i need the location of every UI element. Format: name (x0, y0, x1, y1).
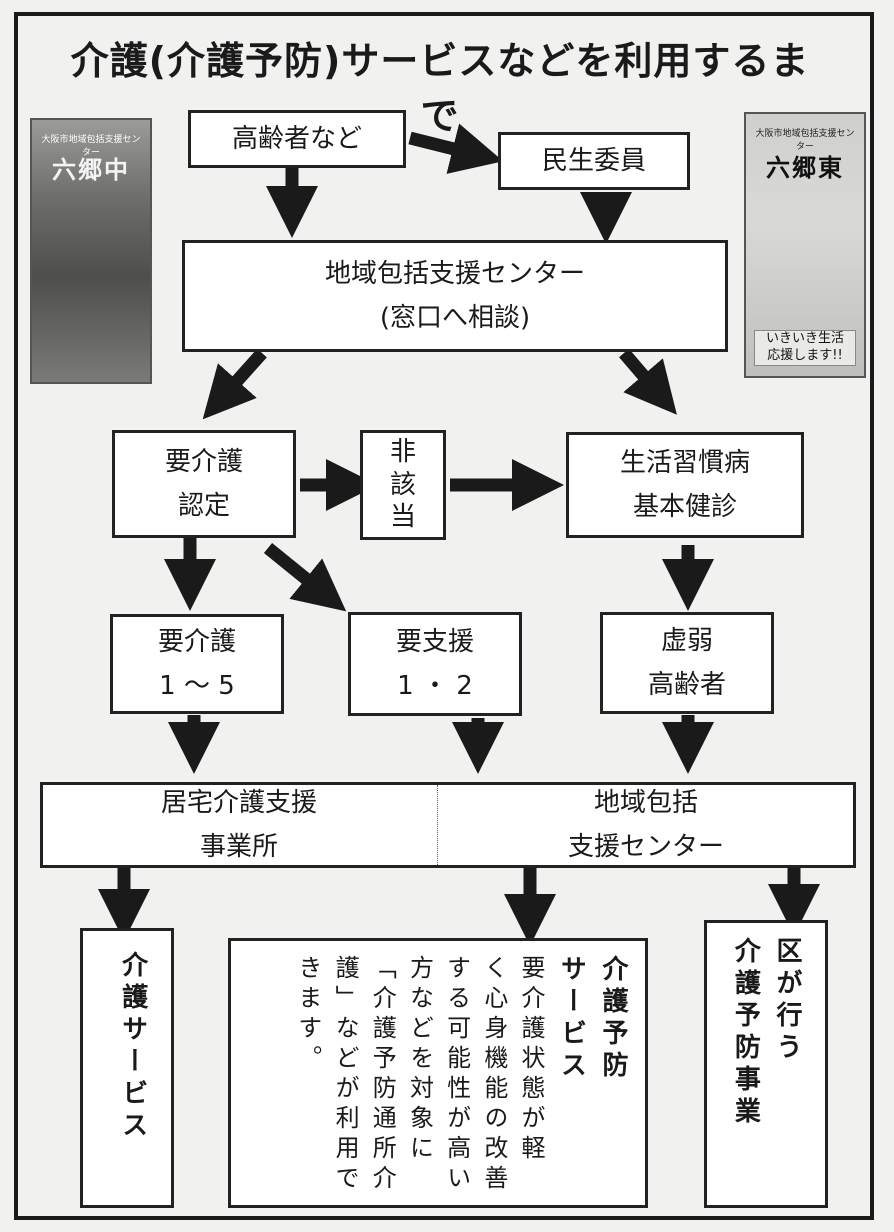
preventive-body-line3: する可能性が高い (442, 955, 471, 1195)
output-ward-prevention-label: 区が行う 介護予防事業 (724, 937, 807, 1197)
preventive-body-line6: 護」などが利用で (331, 955, 360, 1195)
node-regional-center-line2: 支援センター (567, 832, 724, 862)
node-home-care-office: 居宅介護支援 事業所 (43, 785, 435, 865)
node-health-check-line1: 生活習慣病 (619, 447, 750, 478)
node-not-applicable: 非 該 当 (360, 430, 446, 540)
pamphlet-left-header: 大阪市地域包括支援センター (41, 135, 141, 158)
node-regional-center: 地域包括 支援センター (440, 785, 852, 865)
node-certification: 要介護 認定 (112, 430, 296, 538)
node-frail-elderly: 虚弱 高齢者 (600, 612, 774, 714)
node-frail-elderly-line2: 高齢者 (647, 670, 726, 700)
arrow-center-to-healthcheck (619, 348, 677, 415)
pamphlet-right-image: 大阪市地域包括支援センター 六郷東 いきいき生活 応援します!! (744, 112, 866, 378)
node-elderly: 高齢者など (188, 110, 406, 168)
node-center-consult-line1: 地域包括支援センター (324, 258, 585, 289)
node-welfare-commissioner: 民生委員 (498, 132, 690, 190)
diagram-frame (14, 12, 874, 1220)
node-center-consult-line2: (窓口へ相談) (379, 303, 531, 333)
node-elderly-label: 高齢者など (231, 123, 362, 154)
node-health-check-line2: 基本健診 (632, 492, 737, 522)
node-home-care-office-line2: 事業所 (199, 832, 278, 862)
node-welfare-commissioner-label: 民生委員 (541, 145, 646, 176)
pamphlet-right-footer: いきいき生活 応援します!! (754, 330, 856, 366)
output-care-service-label: 介護サービス (117, 951, 148, 1143)
arrow-certification-to-support12 (263, 542, 347, 612)
output-preventive-service: 介護予防 サービス 要介護状態が軽 く心身機能の改善 する可能性が高い 方などを… (228, 938, 648, 1208)
node-support-1-2-line1: 要支援 (395, 626, 474, 657)
node-frail-elderly-line1: 虚弱 (660, 625, 713, 656)
pamphlet-left-image: 大阪市地域包括支援センター 六郷中 (30, 118, 152, 384)
page-title: 介護(介護予防)サービスなどを利用するまで (70, 39, 810, 138)
preventive-body-line4: 方などを対象に (405, 955, 434, 1165)
node-care-1-5-line1: 要介護 (157, 626, 236, 657)
preventive-body-line1: 要介護状態が軽 (517, 955, 545, 1165)
node-regional-center-line1: 地域包括 (593, 787, 698, 818)
output-care-service: 介護サービス (80, 928, 174, 1208)
pamphlet-left-name: 六郷中 (52, 156, 130, 184)
node-not-applicable-char1: 非 (389, 437, 416, 468)
preventive-body-line2: く心身機能の改善 (479, 955, 508, 1195)
pamphlet-right-footer-line2: 応援します!! (767, 348, 843, 364)
node-not-applicable-char2: 該 (389, 469, 416, 500)
output-preventive-service-title: 介護予防 サービス (550, 955, 633, 1195)
arrow-center-to-certification (202, 348, 267, 420)
node-home-care-office-line1: 居宅介護支援 (160, 787, 317, 818)
preventive-body-line5: 「介護予防通所介 (368, 955, 397, 1195)
node-care-1-5: 要介護 1 〜 5 (110, 614, 284, 714)
node-care-1-5-line2: 1 〜 5 (159, 671, 235, 701)
node-support-1-2: 要支援 1 ・ 2 (348, 612, 522, 716)
arrow-elderly-to-commissioner (408, 123, 504, 174)
output-ward-prevention-line1: 区が行う (772, 937, 802, 1065)
pamphlet-right-name: 六郷東 (766, 154, 844, 182)
output-preventive-service-body: 要介護状態が軽 く心身機能の改善 する可能性が高い 方などを対象に 「介護予防通… (289, 955, 549, 1205)
node-certification-line2: 認定 (177, 491, 230, 521)
pamphlet-right-header: 大阪市地域包括支援センター (755, 129, 855, 152)
node-support-1-2-line2: 1 ・ 2 (397, 671, 473, 701)
preventive-body-line7: きます。 (293, 955, 322, 1075)
output-preventive-service-title-line1: 介護予防 (598, 955, 628, 1083)
output-ward-prevention-line2: 介護予防事業 (730, 937, 761, 1129)
output-ward-prevention: 区が行う 介護予防事業 (704, 920, 828, 1208)
node-center-consult: 地域包括支援センター (窓口へ相談) (182, 240, 728, 352)
output-preventive-service-title-line2: サービス (556, 955, 587, 1083)
pamphlet-right-footer-line1: いきいき生活 (765, 331, 844, 347)
node-health-check: 生活習慣病 基本健診 (566, 432, 804, 538)
office-center-divider (437, 785, 438, 865)
node-certification-line1: 要介護 (164, 446, 243, 477)
node-not-applicable-char3: 当 (389, 502, 416, 533)
